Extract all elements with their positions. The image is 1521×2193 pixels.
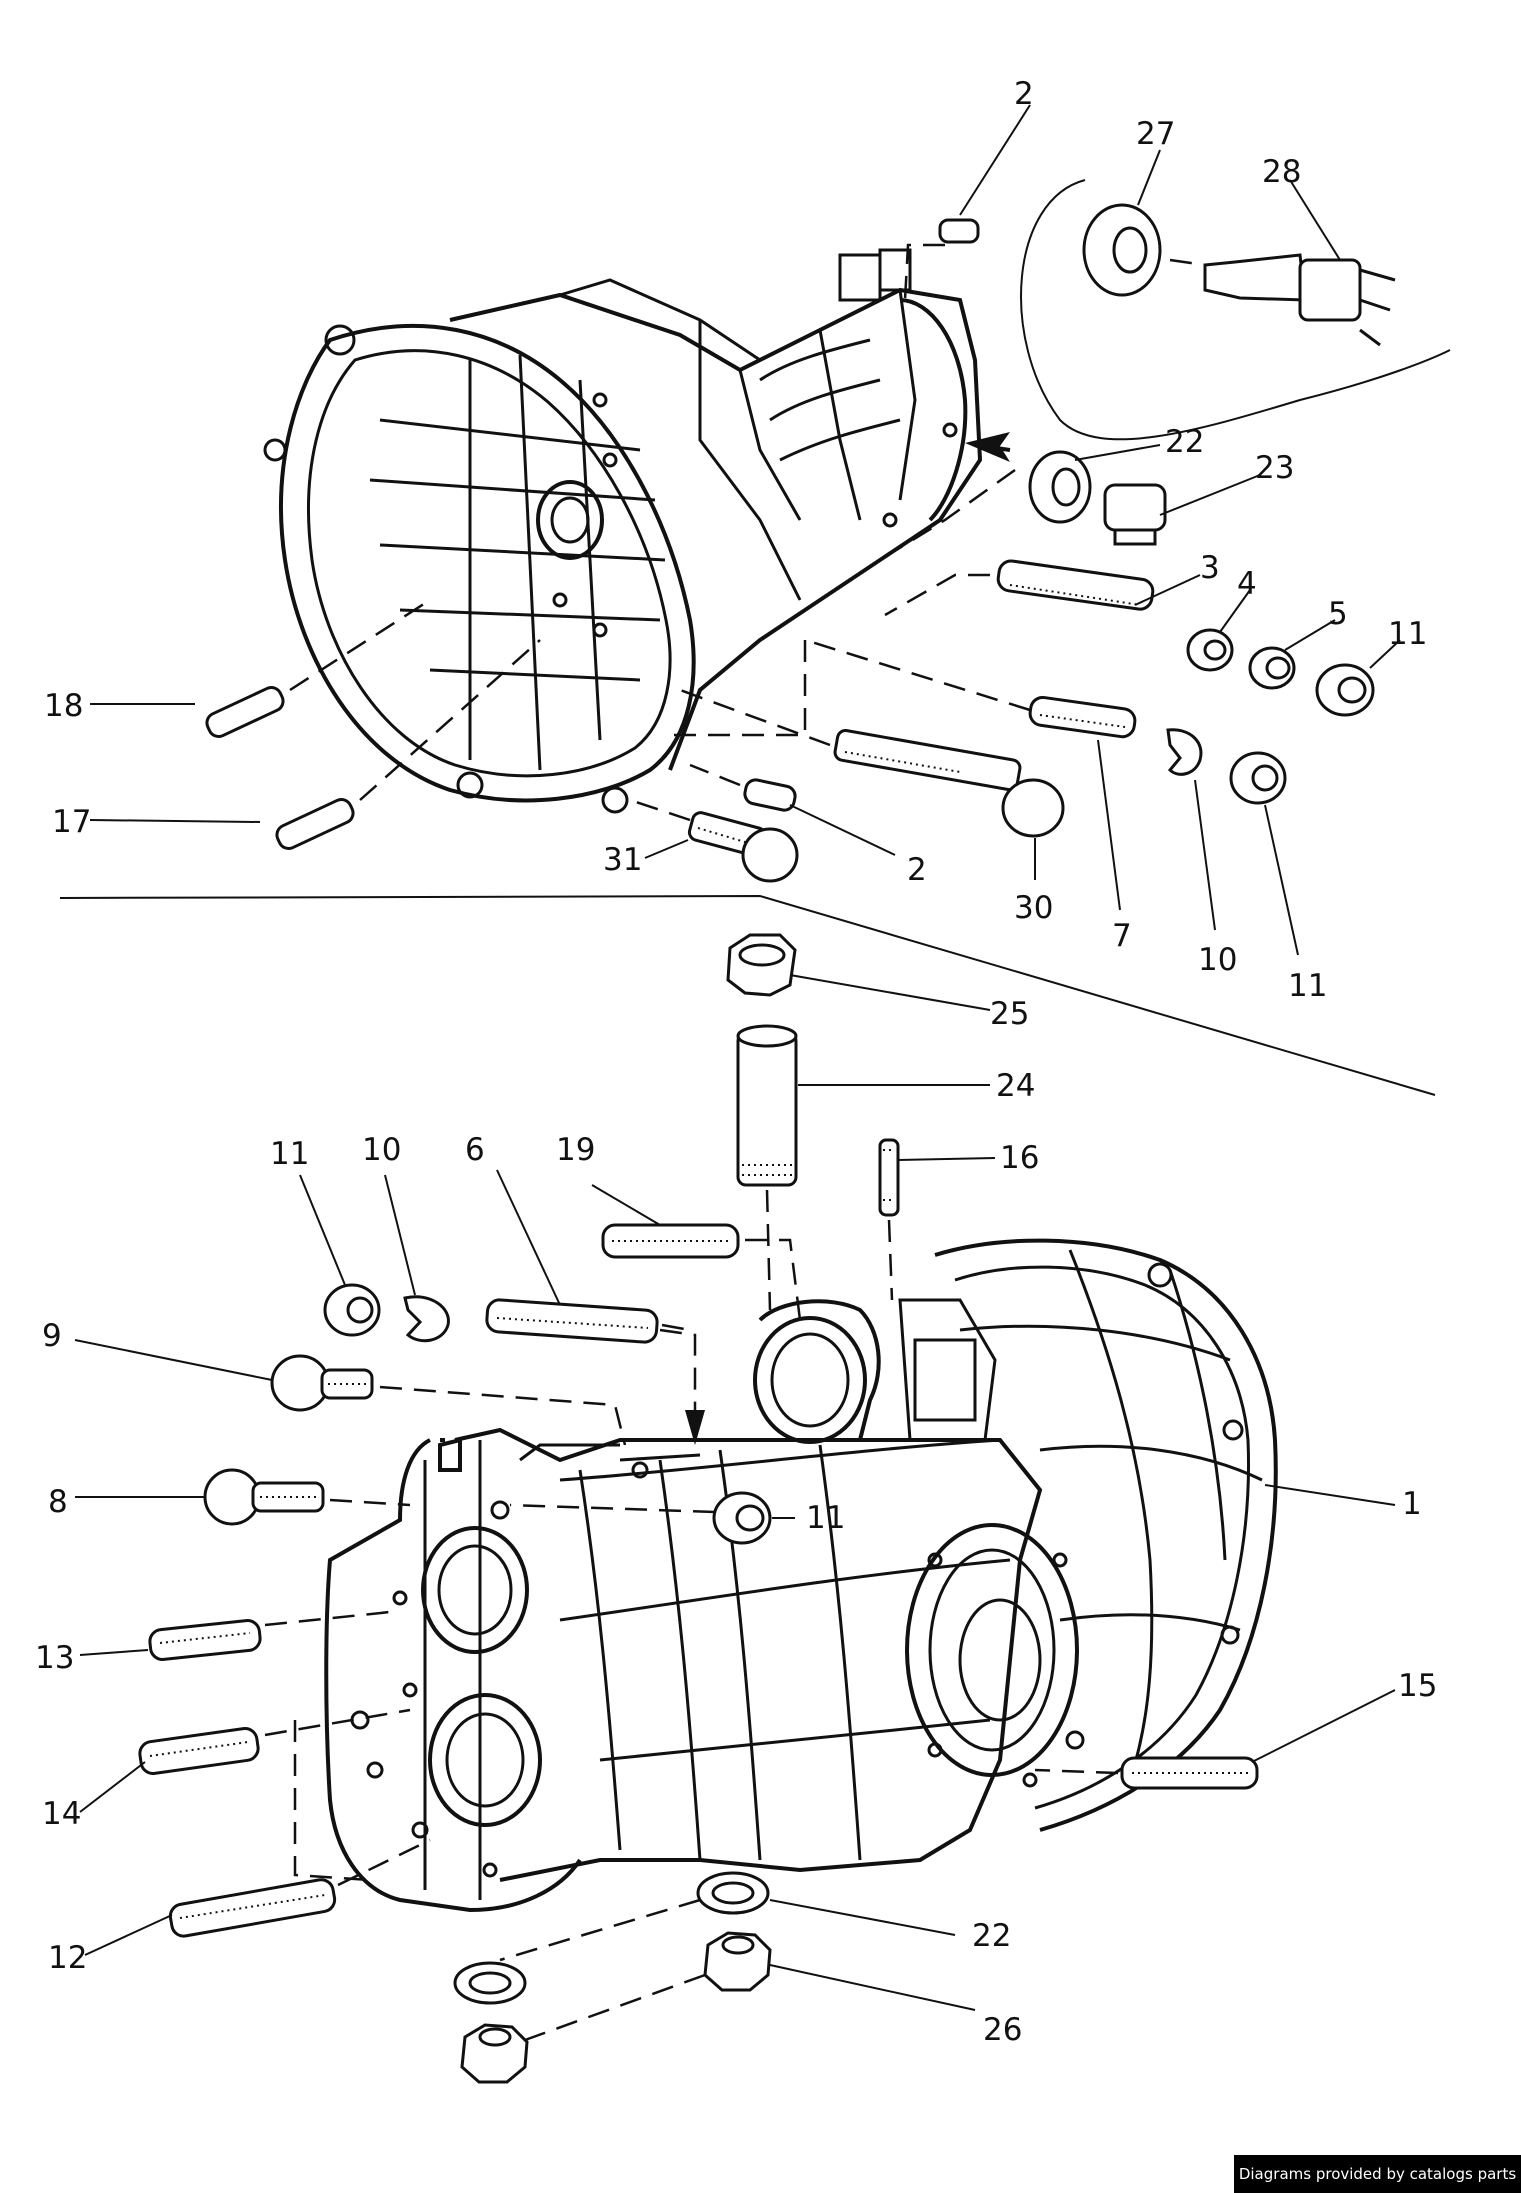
part-1-leader [1264,1484,1396,1506]
part-24-tube [736,1024,990,1311]
label-part-31: 31 [603,842,642,878]
label-part-23: 23 [1255,450,1294,486]
label-part-10-a: 10 [1198,942,1237,978]
part-7-stud [804,638,1137,911]
part-19-stud [591,1184,802,1321]
upper-transmission-housing [263,248,983,814]
part-3-stud [884,559,1201,617]
arrow-indicator-lower [659,1328,705,1445]
credit-banner: Diagrams provided by catalogs parts [1234,2155,1521,2193]
label-part-1: 1 [1402,1486,1422,1522]
dashed-guide-upper [670,640,807,737]
part-18-dowel [90,598,431,738]
part-26-drain-nut [460,1931,976,2084]
part-28-switch [1203,179,1396,347]
part-10-lockwasher-lower [384,1174,450,1343]
arrow-indicator-upper [965,432,1011,462]
label-part-2-mid: 2 [907,852,927,888]
label-part-4: 4 [1237,566,1257,602]
part-17-dowel [89,639,541,850]
label-part-11-b: 11 [1288,968,1327,1004]
label-part-19: 19 [556,1132,595,1168]
label-part-16: 16 [1000,1140,1039,1176]
part-16-stud [878,1138,996,1301]
label-part-17: 17 [52,804,91,840]
part-5-washer [1248,619,1336,690]
label-part-8: 8 [48,1484,68,1520]
part-2-dowel-upper [903,104,1031,301]
label-part-11-a: 11 [1388,616,1427,652]
label-part-10-b: 10 [362,1132,401,1168]
label-part-22-bot: 22 [972,1918,1011,1954]
part-4-washer [1186,589,1251,672]
part-31-bolt [629,798,799,883]
label-part-22-top: 22 [1165,424,1204,460]
part-22-washer-lower [453,1871,956,2005]
label-part-5: 5 [1328,596,1348,632]
part-11-nut-centre [509,1491,795,1545]
label-part-7: 7 [1112,918,1132,954]
part-12-stud [84,1720,431,1956]
part-11-nut-upper-right-1 [1315,639,1401,717]
label-part-11-d: 11 [806,1500,845,1536]
part-25-cap [726,933,991,1011]
part-11-nut-lower-left [299,1174,381,1337]
label-part-28: 28 [1262,154,1301,190]
part-2-dowel-lower [689,763,896,856]
label-part-18: 18 [44,688,83,724]
part-14-stud [79,1708,411,1813]
label-part-25: 25 [990,996,1029,1032]
label-part-9: 9 [42,1318,62,1354]
label-part-11-c: 11 [270,1136,309,1172]
part-8-bolt [75,1468,411,1526]
part-10-lockwasher-upper [1166,728,1216,931]
label-part-30: 30 [1014,890,1053,926]
part-number-labels: 2 27 28 22 23 3 4 5 11 18 17 31 2 30 7 1… [35,76,1437,2048]
label-part-24: 24 [996,1068,1035,1104]
part-15-stud [1034,1689,1396,1790]
part-30-long-bolt [679,688,1065,880]
label-part-12: 12 [48,1940,87,1976]
separator-line [59,894,1436,1096]
label-part-2-top: 2 [1014,76,1034,112]
part-27-seal [1082,149,1206,297]
label-part-14: 14 [42,1796,81,1832]
label-part-26: 26 [983,2012,1022,2048]
wire-curve [1020,179,1451,441]
part-11-nut-upper-right-2 [1229,751,1299,956]
label-part-15: 15 [1398,1668,1437,1704]
label-part-3: 3 [1200,550,1220,586]
label-part-13: 13 [35,1640,74,1676]
part-13-stud [79,1610,391,1661]
part-6-stud [485,1169,691,1344]
part-23-plug [1103,474,1261,546]
lower-transmission-housing [324,1238,1278,1913]
label-part-6: 6 [465,1132,485,1168]
part-9-bolt [74,1339,627,1446]
label-part-27: 27 [1136,116,1175,152]
part-22-washer-upper [879,444,1161,562]
